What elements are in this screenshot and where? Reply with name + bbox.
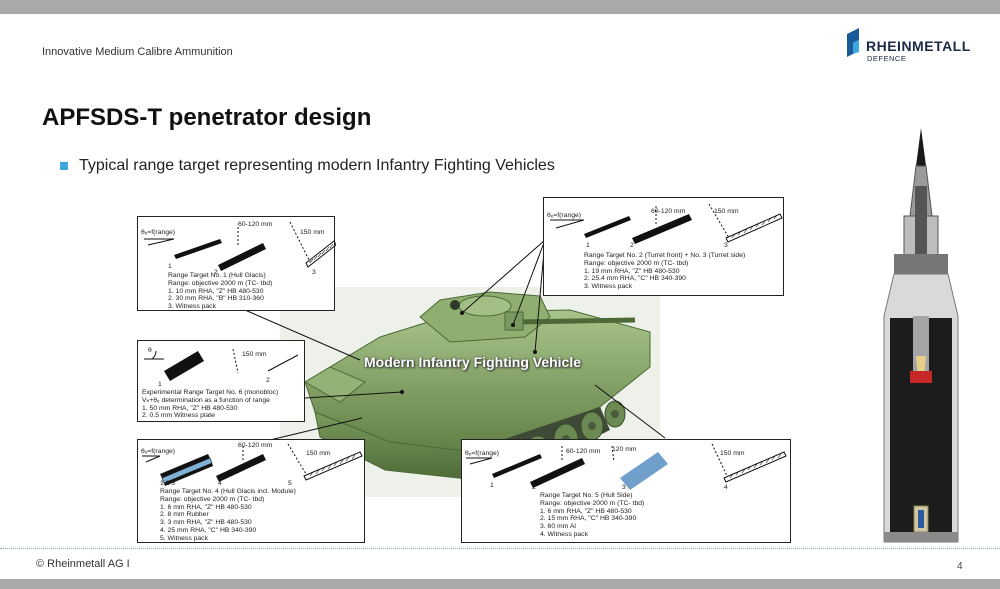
target-1-plates-diagram <box>144 221 336 271</box>
target-6-n1: 1 <box>158 381 162 388</box>
footer-divider <box>0 548 1000 549</box>
target-4-line: Range: objective 2000 m (TC- tbd) <box>160 495 265 503</box>
target-6-line: 2. 0.5 mm Witness plate <box>142 412 215 420</box>
slide-title: APFSDS-T penetrator design <box>42 104 372 131</box>
target-5-n4: 4 <box>724 484 728 491</box>
target-6-line: 1. 50 mm RHA, "Z" HB 480-530 <box>142 404 238 412</box>
target-5-n1: 1 <box>490 482 494 489</box>
range-target-6-box: θ 150 mm 1 2 Experimental Range Target N… <box>137 340 305 422</box>
target-5-n2: 2 <box>532 484 536 491</box>
target-6-line: Vₕ+θₑ determination as a function of ran… <box>142 396 270 404</box>
target-6-plates-diagram <box>144 348 299 381</box>
bottom-bar <box>0 579 1000 589</box>
target-5-n3: 3 <box>622 484 626 491</box>
target-2-3-line: 3. Witness pack <box>584 283 632 291</box>
target-1-line: 2. 30 mm RHA, "B" HB 310-360 <box>168 295 264 303</box>
target-1-dist1: 60-120 mm <box>238 221 273 228</box>
top-bar <box>0 0 1000 14</box>
target-2-3-line: 1. 19 mm RHA, "Z" HB 480-530 <box>584 267 680 275</box>
target-5-dist1: 60-120 mm <box>566 448 601 455</box>
target-2-3-theta: θₑ=f(range) <box>547 212 582 219</box>
target-1-line: Range Target No. 1 (Hull Glacis) <box>168 272 266 279</box>
target-1-n3: 3 <box>312 269 316 276</box>
target-5-line: 2. 15 mm RHA, "C" HB 340-390 <box>540 515 637 523</box>
target-4-dist2: 150 mm <box>306 450 331 457</box>
target-5-dist2: 120 mm <box>612 446 637 453</box>
target-5-line: Range: objective 2000 m (TC- tbd) <box>540 499 645 507</box>
target-2-3-line: Range Target No. 2 (Turret front) + No. … <box>584 252 746 259</box>
target-1-dist2: 150 mm <box>300 229 325 236</box>
target-1-n1: 1 <box>168 263 172 270</box>
target-2-3-plates-diagram <box>550 203 783 244</box>
target-2-3-n1: 1 <box>586 242 590 249</box>
page-number: 4 <box>957 561 963 572</box>
ammunition-cutaway-illustration <box>883 128 959 543</box>
target-5-theta: θₑ=f(range) <box>465 450 500 457</box>
target-2-3-dist1: 60-120 mm <box>651 208 686 215</box>
rheinmetall-logo-icon <box>847 28 859 57</box>
target-4-line: 4. 25 mm RHA, "C" HB 340-390 <box>160 526 257 534</box>
target-4-n4: 4 <box>218 480 222 487</box>
target-5-line: 3. 60 mm Al <box>540 523 576 531</box>
target-2-3-line: Range: objective 2000 m (TC- tbd) <box>584 259 689 267</box>
target-1-theta: θₑ=f(range) <box>141 229 176 236</box>
logo-subtext: DEFENCE <box>867 54 907 63</box>
target-5-dist3: 150 mm <box>720 450 745 457</box>
range-target-5-box: θₑ=f(range) 60-120 mm 120 mm 150 mm 1 2 … <box>461 439 791 543</box>
target-4-line: 1. 6 mm RHA, "Z" HB 480-530 <box>160 503 252 511</box>
target-6-theta: θ <box>148 347 152 354</box>
range-target-4-box: θₑ=f(range) 60-120 mm 150 mm 1 2 3 4 5 R… <box>137 439 365 543</box>
target-5-plates-diagram <box>466 443 787 490</box>
target-4-n123: 1 2 3 <box>160 480 176 487</box>
target-5-line: 1. 6 mm RHA, "Z" HB 480-530 <box>540 507 632 515</box>
target-4-dist1: 60-120 mm <box>238 442 273 449</box>
bullet-text: Typical range target representing modern… <box>79 157 555 174</box>
target-2-3-n3: 3 <box>724 242 728 249</box>
bullet-icon <box>60 162 68 170</box>
target-4-line: 3. 3 mm RHA, "Z" HB 480-530 <box>160 519 252 527</box>
target-1-line: 3. Witness pack <box>168 303 216 311</box>
vehicle-label: Modern Infantry Fighting Vehicle <box>364 354 582 370</box>
target-4-line: Range Target No. 4 (Hull Glacis incl. Mo… <box>160 488 296 495</box>
target-5-line: 4. Witness pack <box>540 530 588 538</box>
target-4-line: 2. 8 mm Rubber <box>160 511 209 519</box>
target-1-line: Range: objective 2000 m (TC- tbd) <box>168 279 273 287</box>
target-2-3-line: 2. 25.4 mm RHA, "C" HB 340-390 <box>584 275 686 283</box>
range-target-2-3-box: θₑ=f(range) 60-120 mm 150 mm 1 2 3 Range… <box>543 197 784 296</box>
target-1-n2: 2 <box>214 269 218 276</box>
target-1-line: 1. 10 mm RHA, "Z" HB 480-530 <box>168 287 264 295</box>
target-4-theta: θₑ=f(range) <box>141 448 176 455</box>
range-target-1-box: θₑ=f(range) 60-120 mm 150 mm 1 2 3 Range… <box>137 216 336 311</box>
target-4-plates-diagram <box>142 443 363 486</box>
target-6-line: Experimental Range Target No. 6 (monoblo… <box>142 389 279 396</box>
target-2-3-dist2: 150 mm <box>714 208 739 215</box>
target-4-n5: 5 <box>288 480 292 487</box>
target-5-line: Range Target No. 5 (Hull Side) <box>540 492 633 499</box>
footer-copyright: © Rheinmetall AG I <box>36 558 130 570</box>
target-4-line: 5. Witness pack <box>160 534 208 542</box>
logo-wordmark: RHEINMETALL <box>866 38 971 54</box>
target-2-3-n2: 2 <box>630 242 634 249</box>
target-6-n2: 2 <box>266 377 270 384</box>
presentation-subtitle: Innovative Medium Calibre Ammunition <box>42 46 233 58</box>
target-6-dist: 150 mm <box>242 351 267 358</box>
